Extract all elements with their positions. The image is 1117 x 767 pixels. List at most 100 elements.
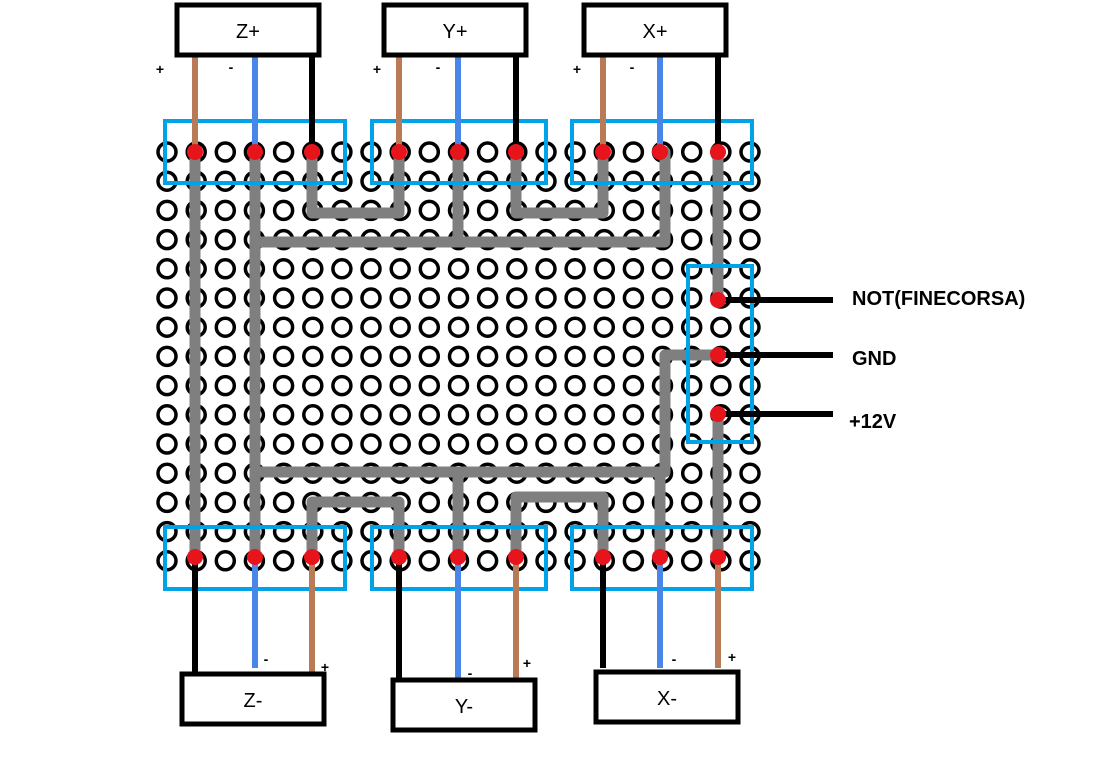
pad — [247, 144, 263, 160]
perfboard-hole — [272, 258, 295, 280]
perfboard-hole — [389, 287, 411, 309]
perfboard-hole — [156, 316, 178, 338]
perfboard-hole — [156, 345, 178, 368]
perfboard-hole — [418, 404, 441, 426]
perfboard-hole — [564, 550, 586, 572]
pad — [187, 549, 203, 565]
perfboard-hole — [476, 491, 499, 514]
perfboard-hole — [418, 491, 441, 514]
perfboard-hole — [680, 404, 703, 426]
perfboard-hole — [506, 345, 528, 368]
perfboard-hole — [272, 491, 295, 514]
perfboard-hole — [156, 374, 178, 397]
perfboard-hole — [506, 316, 528, 338]
perfboard-hole — [564, 141, 586, 163]
perfboard-hole — [739, 462, 761, 484]
polarity-mark: - — [229, 59, 234, 75]
pad — [304, 144, 320, 160]
pad — [247, 549, 263, 565]
perfboard-hole — [680, 316, 703, 338]
pad — [391, 144, 407, 160]
perfboard-hole — [739, 228, 761, 251]
perfboard-hole — [214, 141, 237, 163]
pad — [652, 144, 668, 160]
connector-top-z: Z+ — [174, 2, 322, 58]
perfboard-hole — [214, 550, 237, 572]
perfboard-hole — [651, 287, 674, 309]
perfboard-hole — [302, 433, 324, 455]
perfboard-hole — [476, 374, 499, 397]
perfboard-hole — [331, 374, 353, 397]
perfboard-hole — [272, 550, 295, 572]
connector-bottom-y: Y- — [390, 677, 538, 733]
perfboard-hole — [564, 258, 586, 280]
perfboard-hole — [214, 433, 237, 455]
perfboard-hole — [535, 287, 557, 309]
perfboard-hole — [272, 287, 295, 309]
output-label-not-finecorsa: NOT(FINECORSA) — [852, 288, 1025, 310]
perfboard-hole — [710, 316, 732, 338]
perfboard-hole — [156, 287, 178, 309]
perfboard-hole — [506, 374, 528, 397]
perfboard-hole — [214, 228, 237, 251]
pad — [304, 549, 320, 565]
perfboard-hole — [156, 258, 178, 280]
perfboard-hole — [506, 433, 528, 455]
perfboard-hole — [476, 404, 499, 426]
pad — [391, 549, 407, 565]
perfboard-hole — [680, 258, 703, 280]
perfboard-hole — [535, 316, 557, 338]
perfboard-hole — [418, 433, 441, 455]
polarity-mark: + — [321, 659, 329, 675]
polarity-mark: + — [523, 655, 531, 671]
perfboard-hole — [272, 433, 295, 455]
perfboard-hole — [331, 141, 353, 163]
perfboard-hole — [302, 316, 324, 338]
perfboard-hole — [476, 258, 499, 280]
perfboard-hole — [476, 141, 499, 163]
pad — [710, 549, 726, 565]
solder-pads — [187, 144, 726, 565]
connector-label: Y+ — [442, 21, 467, 43]
perfboard-hole — [331, 287, 353, 309]
pad — [450, 549, 466, 565]
perfboard-hole — [564, 316, 586, 338]
output-label-12v: +12V — [849, 411, 897, 433]
perfboard-hole — [506, 287, 528, 309]
perfboard-hole — [680, 374, 703, 397]
perfboard-hole — [564, 287, 586, 309]
polarity-mark: + — [156, 61, 164, 77]
perfboard-hole — [622, 287, 645, 309]
perfboard-hole — [622, 550, 645, 572]
perfboard-hole — [302, 404, 324, 426]
perfboard-hole — [214, 462, 237, 484]
perfboard-hole — [302, 374, 324, 397]
perfboard-hole — [447, 287, 470, 309]
perfboard-hole — [476, 287, 499, 309]
perfboard-hole — [476, 316, 499, 338]
perfboard-hole — [272, 374, 295, 397]
perfboard-hole — [622, 345, 645, 368]
perfboard-hole — [535, 404, 557, 426]
perfboard-hole — [651, 316, 674, 338]
perfboard-hole — [331, 316, 353, 338]
perfboard-hole — [418, 141, 441, 163]
perfboard-hole — [331, 550, 353, 572]
perfboard-hole — [331, 433, 353, 455]
pad — [652, 549, 668, 565]
perfboard-hole — [389, 404, 411, 426]
perfboard-hole — [476, 199, 499, 222]
perfboard-hole — [680, 228, 703, 251]
perfboard-hole — [389, 433, 411, 455]
perfboard-hole — [535, 433, 557, 455]
connector-label: Z- — [244, 690, 263, 712]
perfboard-hole — [272, 316, 295, 338]
perfboard-hole — [593, 433, 616, 455]
connector-label: Z+ — [236, 21, 260, 43]
connector-top-y: Y+ — [381, 2, 529, 58]
perfboard-hole — [739, 199, 761, 222]
perfboard-hole — [535, 345, 557, 368]
polarity-mark: + — [373, 61, 381, 77]
perfboard-hole — [418, 345, 441, 368]
